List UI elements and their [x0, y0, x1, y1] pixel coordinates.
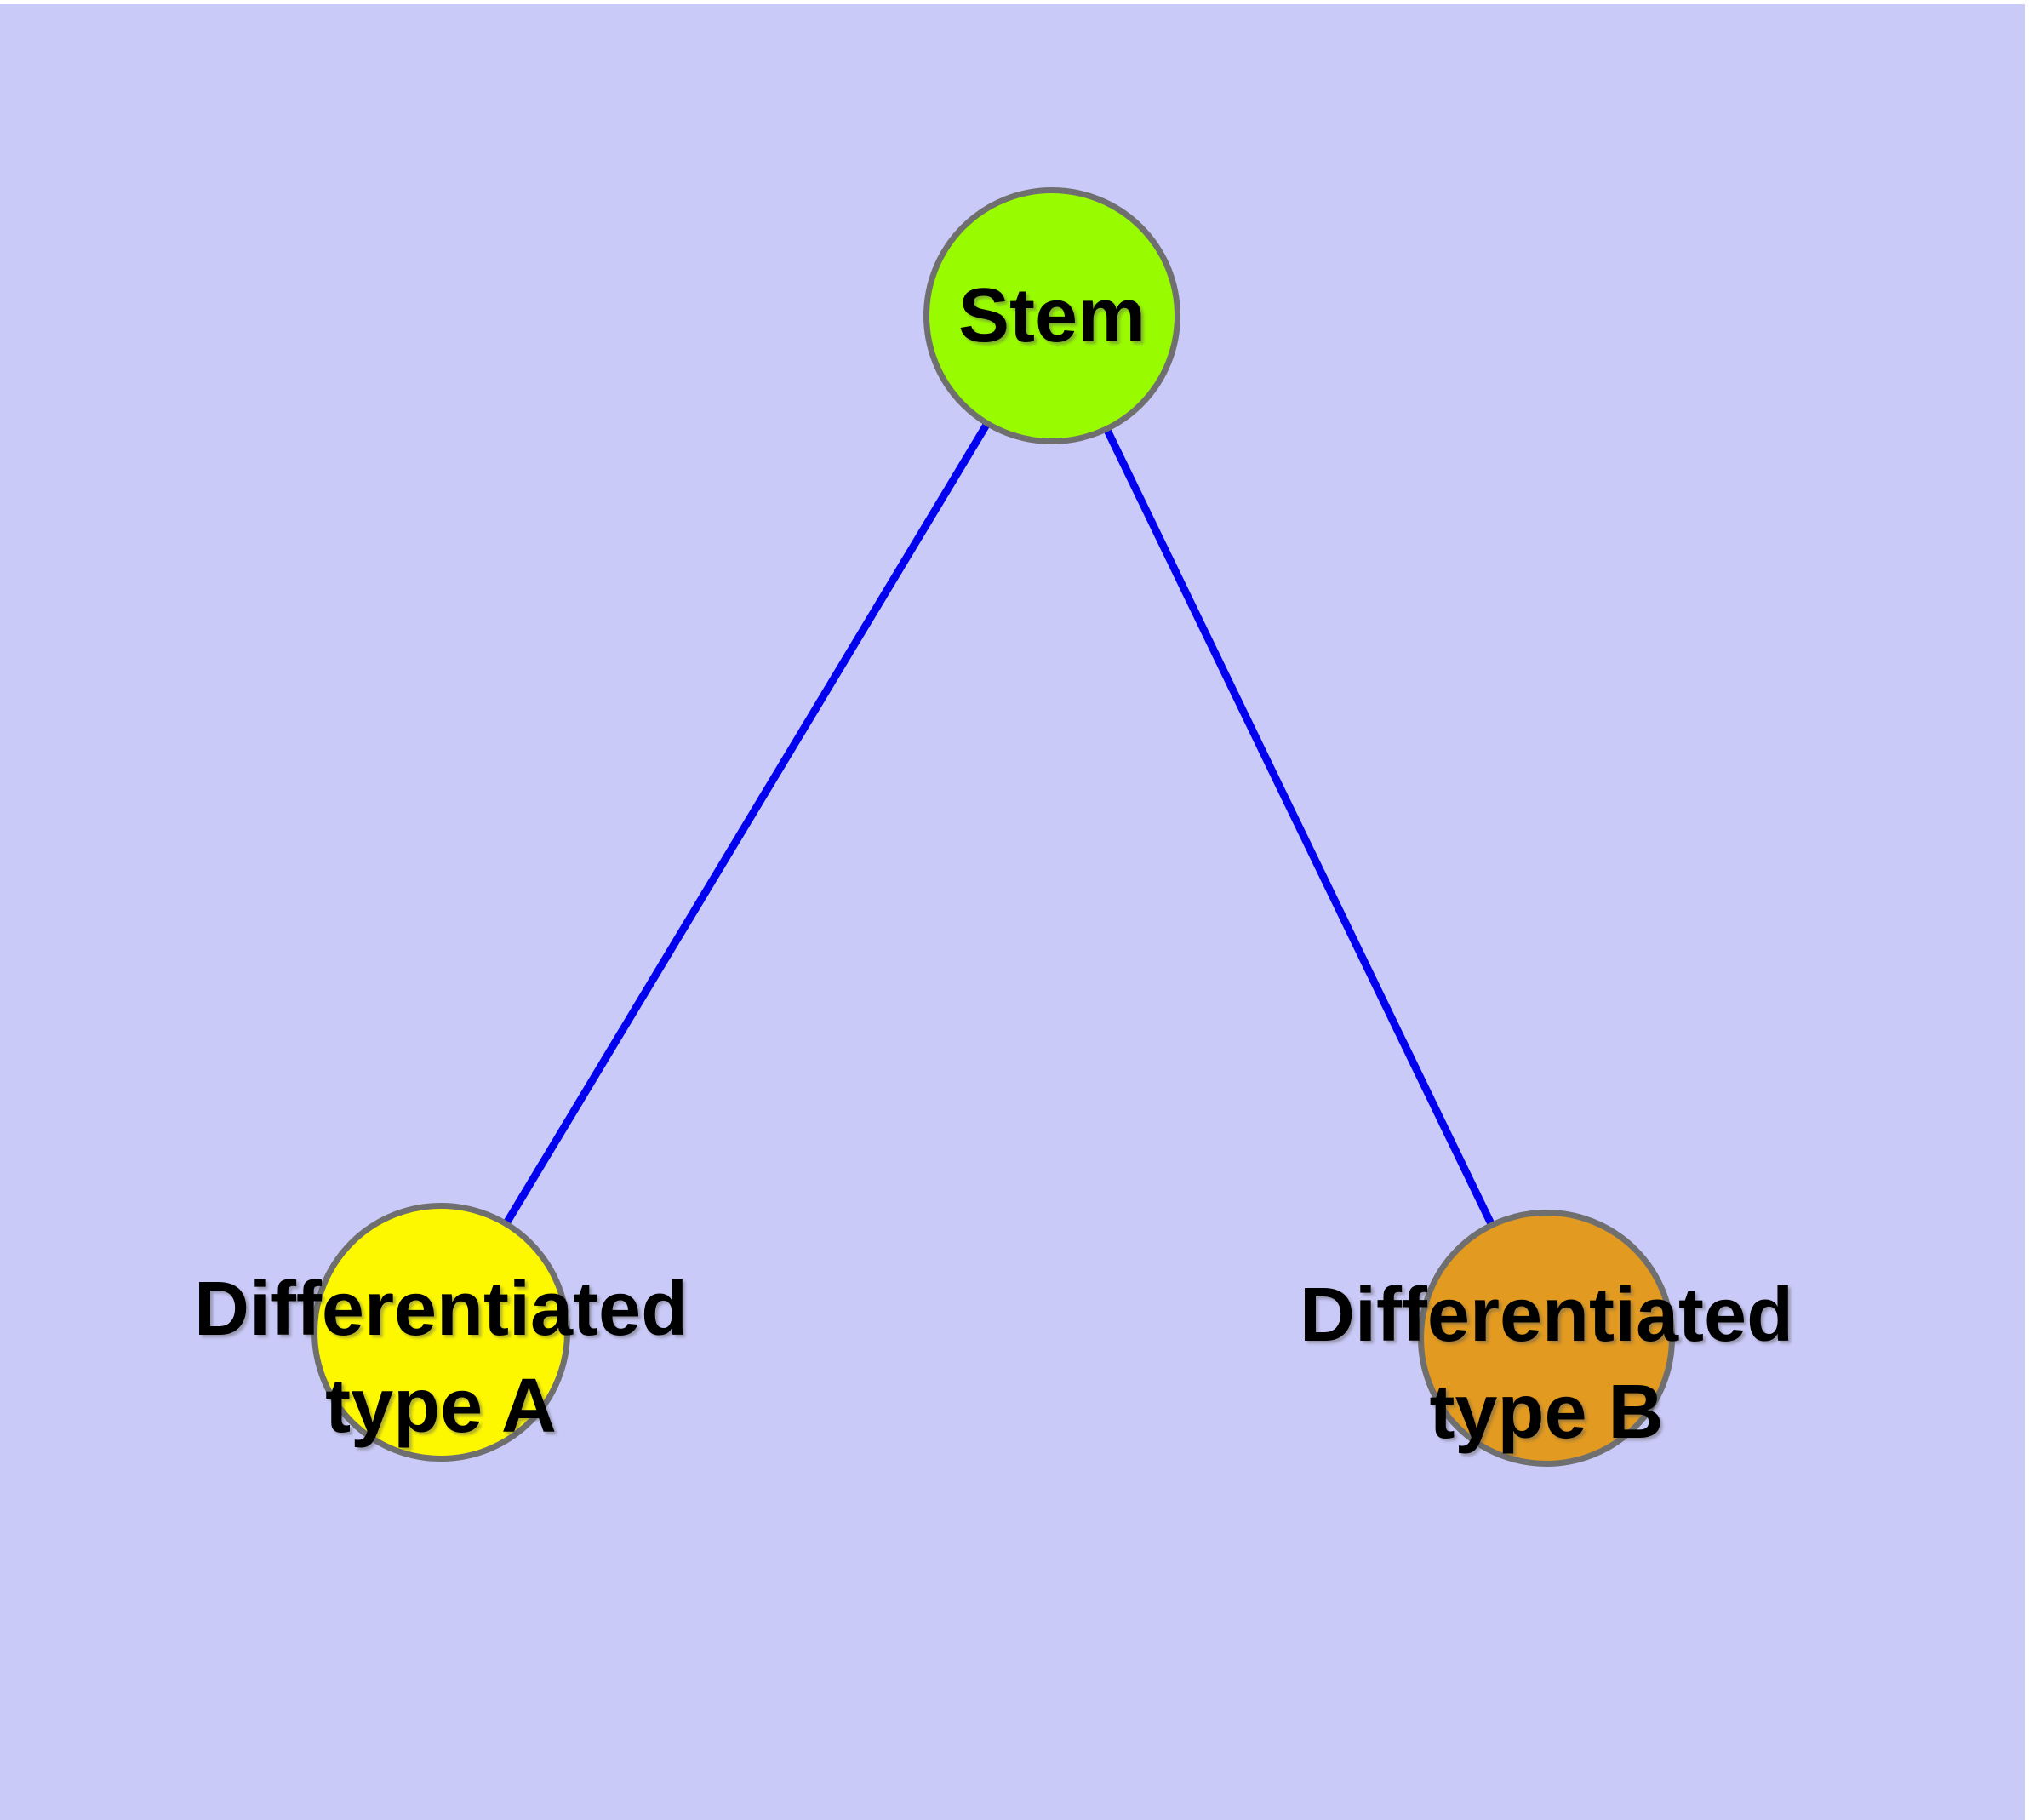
edge-stem-to-type-a	[437, 313, 1055, 1335]
node-differentiated-type-b-label-line2: type B	[1429, 1370, 1664, 1455]
node-stem: Stem	[923, 187, 1180, 444]
node-differentiated-type-a-label-line1: Differentiated	[193, 1267, 689, 1352]
node-stem-label: Stem	[958, 267, 1146, 364]
edge-stem-to-type-b	[1048, 314, 1551, 1340]
node-differentiated-type-b-label: Differentiated type B	[1300, 1267, 1793, 1461]
node-differentiated-type-a-label: Differentiated type A	[194, 1261, 688, 1455]
node-stem-label-line: Stem	[957, 273, 1146, 358]
node-differentiated-type-a-label-line2: type A	[325, 1364, 557, 1449]
node-differentiated-type-b: Differentiated type B	[1300, 1210, 1793, 1467]
node-differentiated-type-b-label-line1: Differentiated	[1299, 1273, 1794, 1358]
node-differentiated-type-a: Differentiated type A	[194, 1203, 688, 1462]
